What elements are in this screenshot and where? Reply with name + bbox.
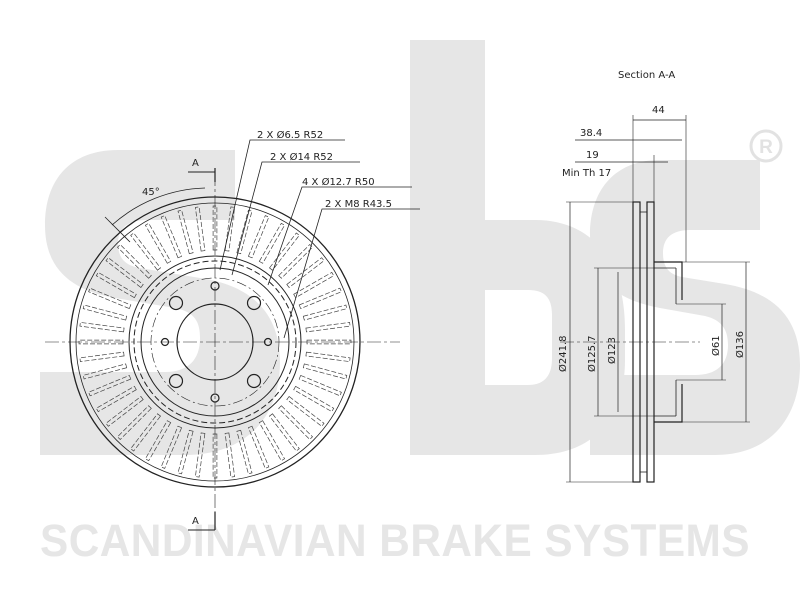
watermark-letter-s-right: [590, 160, 800, 455]
vent-slot: [306, 339, 352, 345]
vent-slot: [88, 374, 132, 397]
vent-slot: [305, 322, 351, 333]
front-view: [45, 139, 420, 531]
vent-slot: [258, 420, 286, 462]
callout-thread-m8: 2 X M8 R43.5: [325, 199, 392, 210]
section-view: [560, 115, 750, 483]
vent-slot: [212, 433, 218, 479]
dim-label-61: Ø61: [710, 335, 722, 356]
dim-label-136: Ø136: [734, 331, 746, 358]
vent-slot: [269, 232, 300, 271]
vent-slot: [144, 222, 172, 264]
dim-label-min-th: Min Th 17: [562, 168, 611, 179]
vent-slot: [298, 287, 342, 310]
vent-slot: [117, 405, 152, 440]
vent-slot: [258, 222, 286, 264]
vent-slot: [144, 420, 172, 462]
vent-slot: [82, 363, 128, 380]
vent-slot: [160, 215, 183, 259]
vent-slot: [78, 339, 124, 345]
section-title: Section A-A: [618, 70, 675, 81]
section-marker-top: A: [192, 158, 199, 169]
vent-slot: [224, 432, 235, 478]
vent-slot: [79, 322, 125, 333]
vent-slot: [177, 429, 194, 475]
vent-slot: [195, 432, 206, 478]
vent-slot: [302, 363, 348, 380]
bolt-hole: [168, 373, 184, 389]
vent-slot: [278, 244, 313, 279]
vent-slot: [130, 232, 161, 271]
watermark-tagline: SCANDINAVIAN BRAKE SYSTEMS: [40, 515, 750, 566]
bolt-hole: [246, 295, 262, 311]
callout-leader-4: [283, 208, 420, 339]
bolt-hole: [246, 373, 262, 389]
dim-label-19: 19: [586, 150, 599, 161]
vent-slot: [293, 385, 335, 413]
callout-hole-12-7: 4 X Ø12.7 R50: [302, 176, 375, 188]
callout-hole-6-5: 2 X Ø6.5 R52: [257, 129, 323, 141]
registered-mark-letter: R: [759, 137, 773, 158]
vent-slot: [160, 425, 183, 469]
dim-label-123: Ø123: [606, 337, 618, 364]
vent-slot: [79, 351, 125, 362]
bolt-hole: [168, 295, 184, 311]
callout-leader-3: [267, 186, 412, 286]
vent-slot: [195, 206, 206, 252]
vent-slot: [302, 304, 348, 321]
callout-leader-1: [219, 139, 345, 271]
section-marker-bottom: A: [192, 516, 199, 527]
dim-label-44: 44: [652, 105, 665, 116]
sbs-watermark: SCANDINAVIAN BRAKE SYSTEMS R: [40, 40, 800, 566]
dim-label-38-4: 38.4: [580, 128, 602, 139]
watermark-letter-s-left: [40, 150, 280, 455]
vent-slot: [286, 396, 325, 427]
vent-slot: [286, 257, 325, 288]
vent-slots: [78, 205, 352, 479]
angle-arc: [111, 187, 206, 226]
vent-slot: [177, 209, 194, 255]
angle-label: 45°: [142, 187, 160, 198]
vent-slot: [212, 205, 218, 251]
vent-slot: [88, 287, 132, 310]
vent-slot: [293, 271, 335, 299]
vent-slot: [298, 374, 342, 397]
vent-slot: [95, 271, 137, 299]
angle-extension-line: [104, 216, 131, 243]
vent-slot: [105, 396, 144, 427]
watermark-letter-b: [410, 40, 625, 455]
callout-hole-14: 2 X Ø14 R52: [270, 151, 333, 163]
vent-slot: [236, 429, 253, 475]
vent-slot: [305, 351, 351, 362]
vent-slot: [247, 425, 270, 469]
vent-slot: [117, 244, 152, 279]
registered-mark-circle: [749, 129, 783, 163]
vent-slot: [278, 405, 313, 440]
vent-slot: [130, 413, 161, 452]
callout-leader-2: [231, 161, 360, 276]
dim-label-125-7: Ø125.7: [586, 336, 598, 373]
vent-slot: [236, 209, 253, 255]
vent-slot: [82, 304, 128, 321]
vent-slot: [269, 413, 300, 452]
vent-slot: [247, 215, 270, 259]
dim-label-241-8: Ø241.8: [557, 336, 569, 373]
vent-slot: [105, 257, 144, 288]
vent-slot: [224, 206, 235, 252]
vent-slot: [95, 385, 137, 413]
